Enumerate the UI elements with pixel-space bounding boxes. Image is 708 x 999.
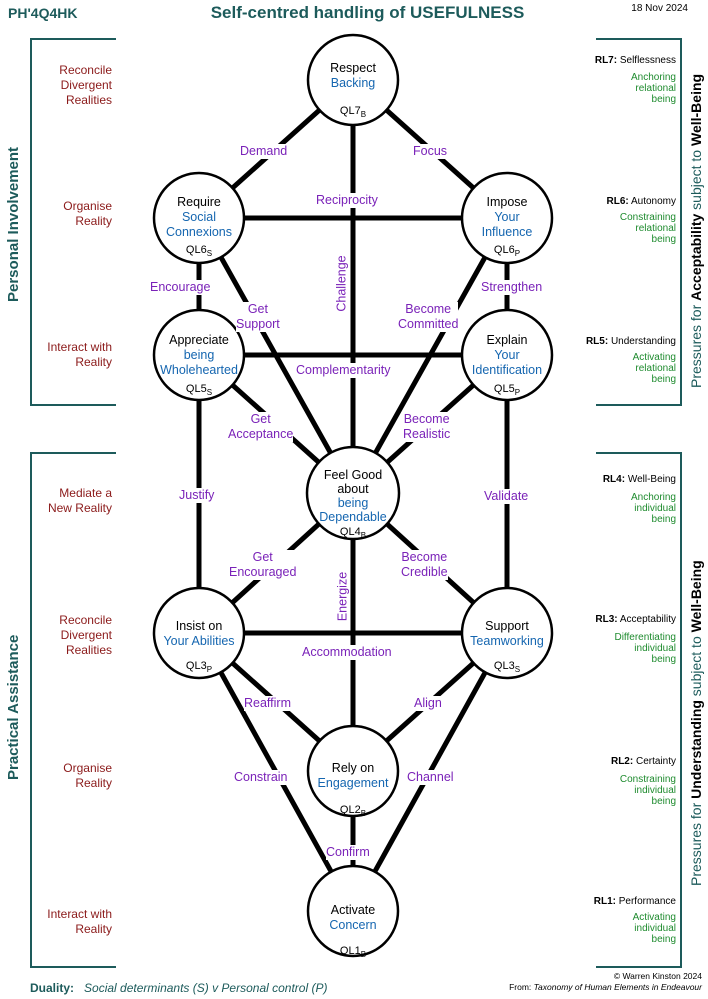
- node-circle: [460, 308, 554, 402]
- right-level-name: RL6: Autonomy: [606, 196, 677, 207]
- left-bracket-top: [30, 38, 116, 406]
- page-title: Self-centred handling of USEFULNESS: [210, 3, 525, 22]
- right-level-name: RL5: Understanding: [585, 336, 676, 347]
- node-circle: [305, 445, 401, 541]
- edge-label-become-committed: Become Committed: [398, 302, 459, 332]
- node-circle: [152, 308, 246, 402]
- edge-label-accommodation: Accommodation: [302, 645, 392, 660]
- left-level-label: Reconcile Divergent Realities: [59, 63, 112, 107]
- duality-note: Duality: Social determinants (S) v Perso…: [30, 981, 328, 995]
- node-ql3p-code: QL3P: [185, 660, 213, 675]
- edge-label-reaffirm: Reaffirm: [244, 696, 292, 711]
- edge-label-energize: Energize: [335, 570, 351, 623]
- right-bracket-top: [596, 38, 682, 406]
- right-level-name: RL4: Well-Being: [602, 474, 676, 485]
- node-circle: [460, 171, 554, 265]
- node-circle: [306, 33, 400, 127]
- edge-label-get-acceptance: Get Acceptance: [228, 412, 294, 442]
- page-code: PH'4Q4HK: [8, 5, 78, 21]
- edge-label-get-support: Get Support: [236, 302, 280, 332]
- right-level-name: RL1: Performance: [593, 896, 676, 907]
- node-circle: [152, 586, 246, 680]
- left-level-label: Organise Reality: [63, 761, 112, 790]
- edge-label-challenge: Challenge: [334, 254, 350, 313]
- right-level-desc: Anchoring individual being: [630, 492, 676, 525]
- left-bracket-bottom: [30, 452, 116, 968]
- left-level-label: Mediate a New Reality: [47, 486, 112, 515]
- right-level-name: RL7: Selflessness: [594, 55, 676, 66]
- edge-label-channel: Channel: [407, 770, 454, 785]
- node-ql7-code: QL7B: [339, 105, 367, 120]
- left-level-label: Reconcile Divergent Realities: [59, 613, 112, 657]
- copyright-note: © Warren Kinston 2024 From: Taxonomy of …: [509, 971, 702, 992]
- node-ql2-code: QL2B: [339, 804, 367, 819]
- node-circle: [306, 864, 400, 958]
- left-level-label: Interact with Reality: [47, 340, 112, 369]
- edge-label-become-realistic: Become Realistic: [403, 412, 451, 442]
- page-date: 18 Nov 2024: [631, 3, 688, 14]
- edge-label-get-encouraged: Get Encouraged: [229, 550, 297, 580]
- right-level-name: RL2: Certainty: [610, 756, 676, 767]
- left-level-label: Interact with Reality: [47, 907, 112, 936]
- node-ql3s-code: QL3S: [493, 660, 521, 675]
- right-level-desc: Activating individual being: [632, 912, 676, 945]
- edge-label-demand: Demand: [240, 144, 288, 159]
- node-ql5s-code: QL5S: [185, 383, 213, 398]
- edge-label-focus: Focus: [413, 144, 448, 159]
- right-level-name: RL3: Acceptability: [595, 614, 676, 625]
- right-level-desc: Activating relational being: [632, 352, 676, 385]
- node-ql5p-code: QL5P: [493, 383, 521, 398]
- right-bracket-bottom: [596, 452, 682, 968]
- edge-label-strengthen: Strengthen: [481, 280, 543, 295]
- node-circle: [152, 171, 246, 265]
- edge-label-encourage: Encourage: [150, 280, 211, 295]
- right-level-desc: Constraining relational being: [619, 212, 676, 245]
- left-level-label: Organise Reality: [63, 199, 112, 228]
- edge-label-validate: Validate: [484, 489, 529, 504]
- edge-label-confirm: Confirm: [326, 845, 370, 860]
- edge-label-become-credible: Become Credible: [401, 550, 448, 580]
- right-level-desc: Anchoring relational being: [630, 72, 676, 105]
- node-circle: [306, 724, 400, 818]
- edge-label-complementarity: Complementarity: [296, 363, 391, 378]
- edge-label-align: Align: [414, 696, 442, 711]
- right-level-desc: Constraining individual being: [619, 774, 676, 807]
- node-ql4-code: QL4B: [339, 526, 367, 541]
- edge-label-reciprocity: Reciprocity: [316, 193, 378, 208]
- right-level-desc: Differentiating individual being: [614, 632, 676, 665]
- edge-label-constrain: Constrain: [234, 770, 288, 785]
- node-ql6p-code: QL6P: [493, 244, 521, 259]
- node-ql1-code: QL1B: [339, 945, 367, 960]
- node-circle: [460, 586, 554, 680]
- node-ql6s-code: QL6S: [185, 244, 213, 259]
- edge-label-justify: Justify: [179, 488, 215, 503]
